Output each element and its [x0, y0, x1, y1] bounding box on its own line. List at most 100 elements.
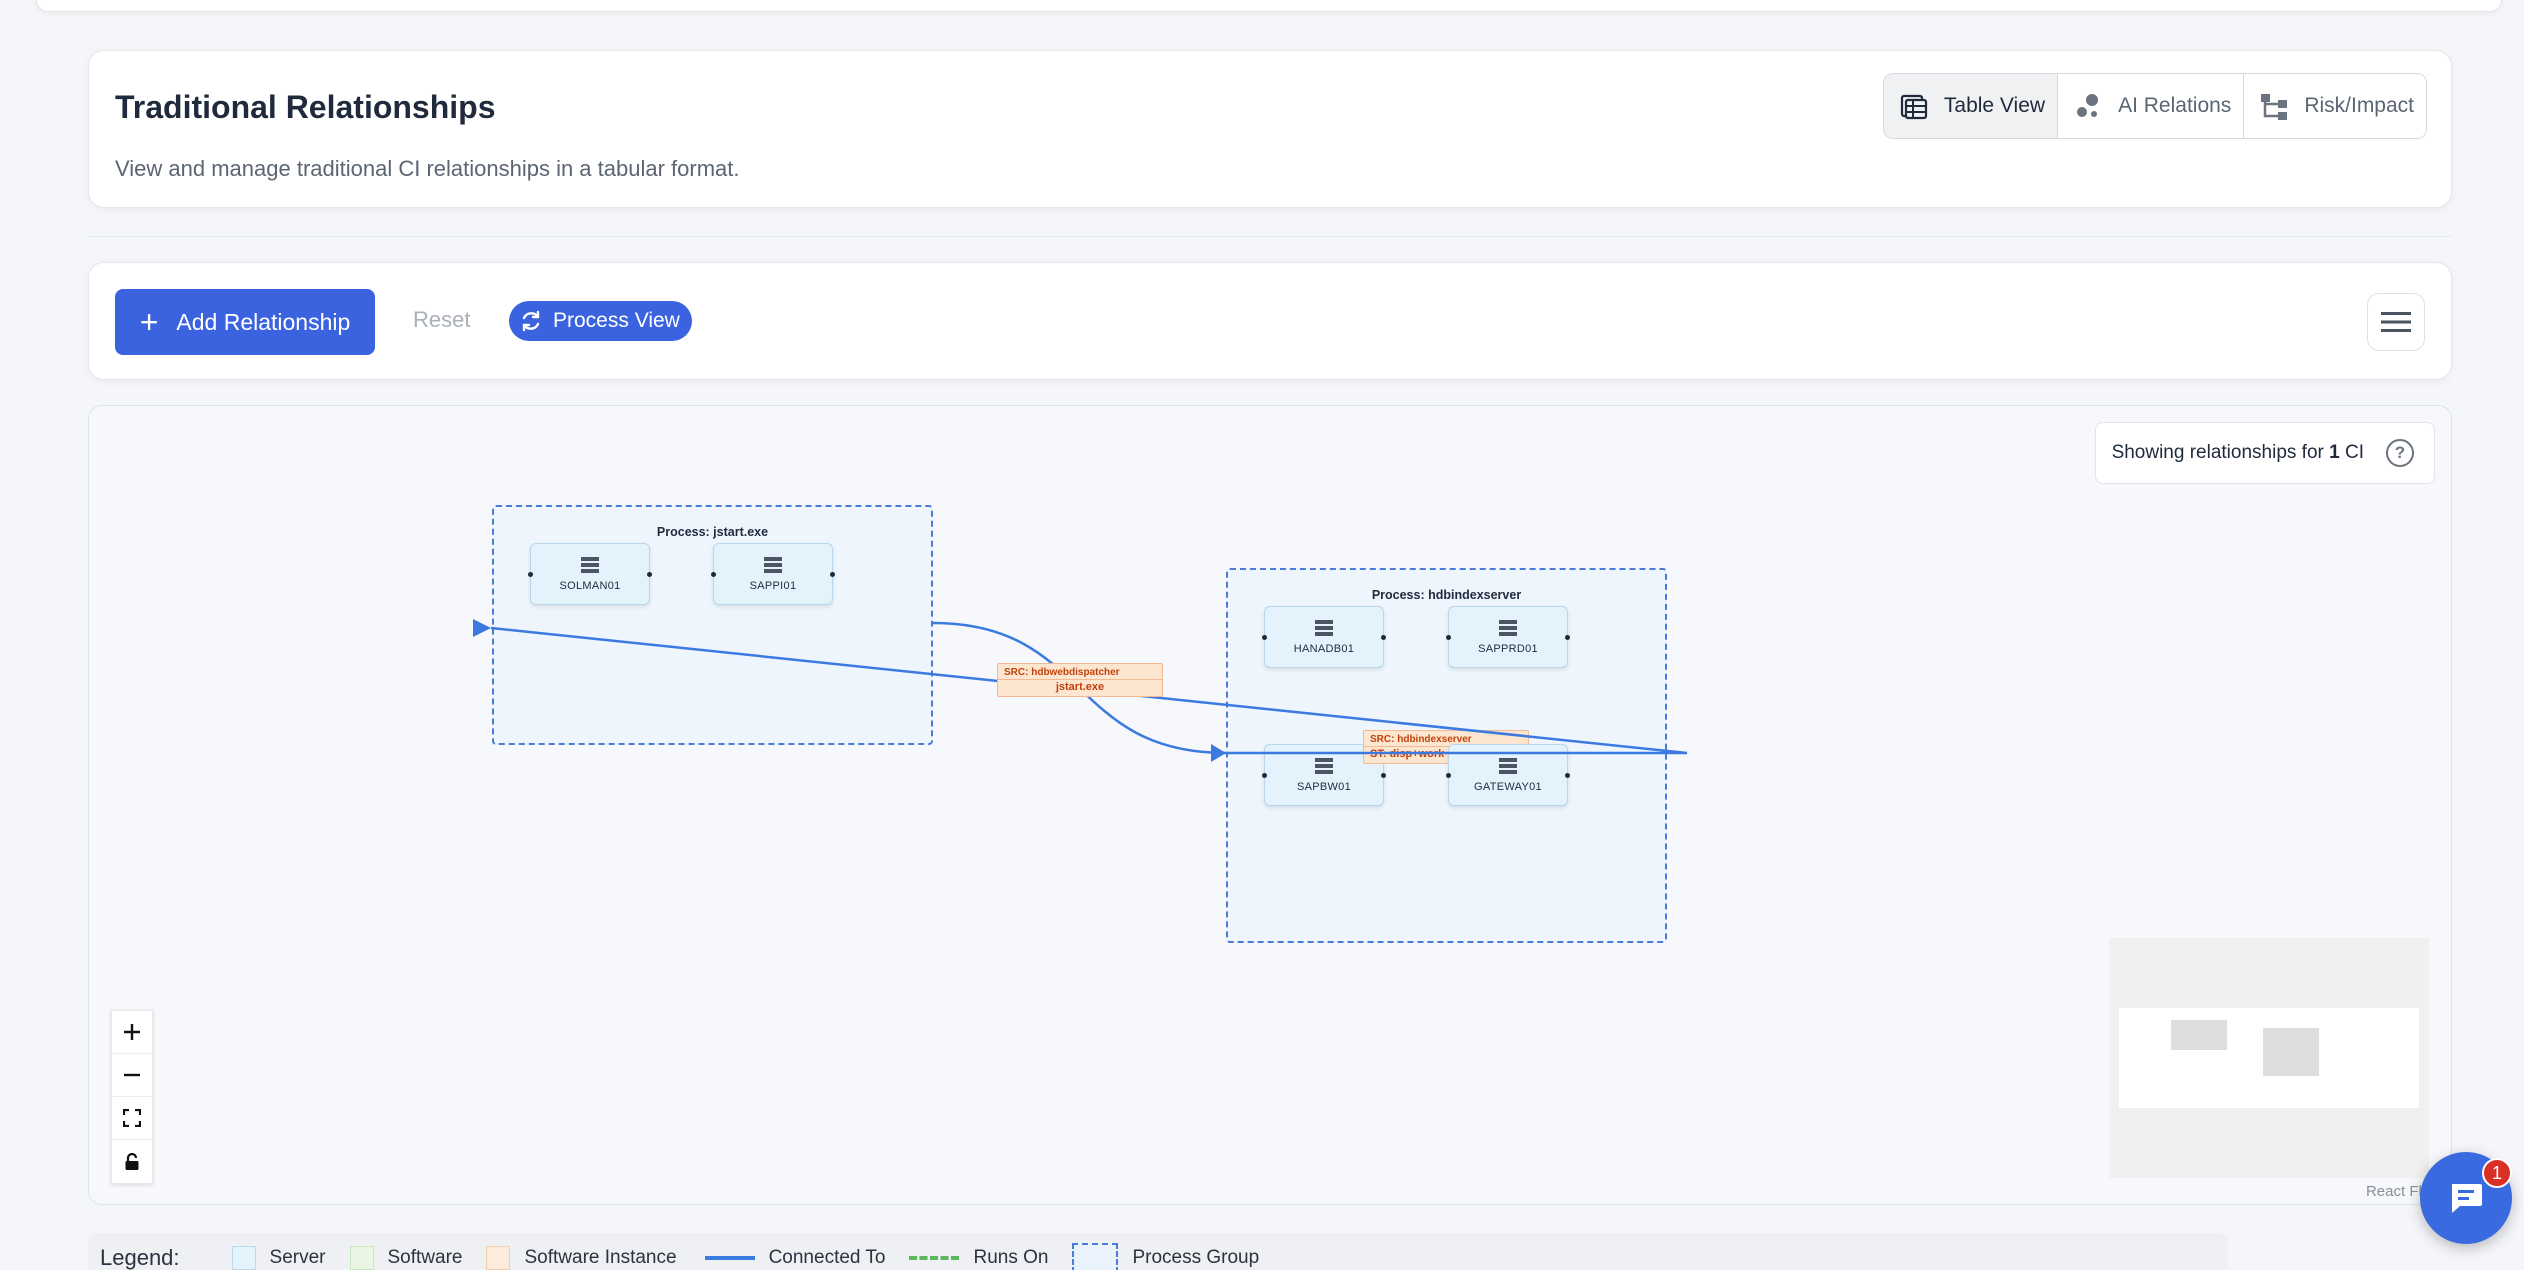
help-icon[interactable]: ?: [2386, 439, 2414, 467]
process-group-jstart[interactable]: Process: jstart.exe SOLMAN01 SAPPI01: [492, 505, 933, 745]
process-view-label: Process View: [553, 309, 680, 332]
server-icon: [581, 557, 599, 573]
risk-impact-label: Risk/Impact: [2304, 94, 2414, 117]
edge-label-hdbwebdispatcher[interactable]: SRC: hdbwebdispatcher jstart.exe: [997, 663, 1163, 697]
ci-node-label: HANADB01: [1293, 643, 1355, 655]
connection-handle[interactable]: [528, 571, 533, 577]
hamburger-icon: [2381, 312, 2411, 332]
connection-handle[interactable]: [1565, 634, 1570, 640]
ci-node-label: GATEWAY01: [1474, 781, 1542, 793]
fit-view-icon: [123, 1109, 141, 1127]
add-relationship-label: Add Relationship: [176, 308, 351, 335]
table-view-label: Table View: [1943, 94, 2046, 117]
process-group-title: Process: hdbindexserver: [1371, 588, 1522, 602]
page-description: View and manage traditional CI relations…: [115, 156, 740, 181]
server-icon: [764, 557, 782, 573]
server-icon: [1315, 620, 1333, 636]
edge-arrowhead: [1211, 744, 1226, 762]
plus-icon: [124, 1024, 140, 1040]
connection-handle[interactable]: [1446, 772, 1451, 778]
page-title: Traditional Relationships: [115, 89, 496, 125]
ci-node-sappi01[interactable]: SAPPI01: [711, 543, 835, 605]
hierarchy-icon: [2261, 94, 2288, 120]
chat-button[interactable]: 1: [2420, 1152, 2512, 1244]
ci-node-solman01[interactable]: SOLMAN01: [528, 543, 652, 605]
process-group-hdbindexserver[interactable]: Process: hdbindexserver HANADB01 SAPPRD0…: [1226, 568, 1667, 943]
edge-arrowhead: [473, 619, 491, 637]
connection-handle[interactable]: [1446, 634, 1451, 640]
connection-handle[interactable]: [1381, 772, 1386, 778]
risk-impact-button[interactable]: Risk/Impact: [2244, 74, 2426, 138]
legend-label: Software Instance: [524, 1247, 677, 1268]
legend-item-runs-on: Runs On: [909, 1247, 1048, 1269]
minimap-viewport: [2119, 1008, 2419, 1108]
ci-count-info: Showing relationships for 1 CI ?: [2094, 422, 2435, 484]
plus-icon: +: [139, 304, 159, 340]
ci-info-text: Showing relationships for 1 CI: [2111, 442, 2364, 463]
legend-item-connected-to: Connected To: [704, 1247, 886, 1269]
server-swatch: [231, 1246, 256, 1270]
legend-label: Runs On: [973, 1247, 1049, 1268]
ci-node-hanadb01[interactable]: HANADB01: [1262, 606, 1386, 668]
zoom-out-button[interactable]: [112, 1054, 152, 1097]
edge-label-destination: jstart.exe: [998, 679, 1162, 696]
ci-node-label: SOLMAN01: [559, 580, 621, 592]
view-switcher: Table View AI Relations Risk/Impact: [1882, 73, 2427, 139]
legend-title: Legend:: [100, 1245, 180, 1270]
table-view-button[interactable]: Table View: [1883, 74, 2059, 138]
ci-node-label: SAPBW01: [1296, 781, 1352, 793]
flow-controls: [111, 1010, 153, 1184]
process-group-title: Process: jstart.exe: [656, 525, 769, 539]
runs-on-line: [909, 1256, 960, 1260]
edge-label-source: SRC: hdbwebdispatcher: [1004, 667, 1120, 678]
server-icon: [1315, 758, 1333, 774]
fit-view-button[interactable]: [112, 1097, 152, 1140]
minimap[interactable]: [2109, 938, 2429, 1178]
add-relationship-button[interactable]: + Add Relationship: [115, 289, 375, 355]
minimap-node: [2263, 1028, 2319, 1076]
connection-handle[interactable]: [830, 571, 835, 577]
legend-item-process-group: Process Group: [1072, 1243, 1259, 1270]
process-group-swatch: [1072, 1243, 1119, 1270]
minus-icon: [124, 1073, 140, 1077]
menu-button[interactable]: [2367, 293, 2425, 351]
connection-handle[interactable]: [1381, 634, 1386, 640]
legend-item-software: Software: [349, 1246, 462, 1270]
ai-nodes-icon: [2077, 94, 2099, 117]
legend: Legend: Server Software Software Instanc…: [88, 1233, 2228, 1270]
toolbar-card: + Add Relationship Reset Process View: [88, 262, 2452, 380]
chat-icon: [2452, 1184, 2482, 1213]
relationship-graph-canvas[interactable]: Showing relationships for 1 CI ? Process…: [88, 405, 2452, 1205]
software-swatch: [349, 1246, 374, 1270]
lock-button[interactable]: [112, 1140, 152, 1183]
software-instance-swatch: [486, 1246, 511, 1270]
ai-relations-label: AI Relations: [2118, 94, 2232, 117]
ci-node-sapprd01[interactable]: SAPPRD01: [1446, 606, 1570, 668]
connection-handle[interactable]: [647, 571, 652, 577]
connected-to-line: [704, 1256, 755, 1260]
table-icon: [1900, 94, 1927, 120]
legend-label: Server: [269, 1247, 326, 1268]
zoom-in-button[interactable]: [112, 1011, 152, 1054]
legend-label: Connected To: [768, 1247, 886, 1268]
ci-node-label: SAPPRD01: [1478, 643, 1538, 655]
connection-handle[interactable]: [1262, 634, 1267, 640]
lock-icon: [125, 1152, 139, 1170]
process-view-button[interactable]: Process View: [509, 301, 692, 341]
connection-handle[interactable]: [1565, 772, 1570, 778]
ai-relations-button[interactable]: AI Relations: [2058, 74, 2245, 138]
reset-button[interactable]: Reset: [413, 307, 471, 332]
ci-node-label: SAPPI01: [749, 580, 797, 592]
connection-handle[interactable]: [711, 571, 716, 577]
header-card: Traditional Relationships View and manag…: [88, 50, 2452, 208]
minimap-node: [2171, 1020, 2227, 1050]
server-icon: [1499, 758, 1517, 774]
refresh-icon: [522, 310, 540, 332]
chat-notification-badge: 1: [2482, 1158, 2512, 1188]
legend-label: Process Group: [1132, 1247, 1260, 1268]
section-divider: [88, 236, 2452, 237]
ci-node-gateway01[interactable]: GATEWAY01: [1446, 744, 1570, 806]
top-panel-edge: [36, 0, 2502, 12]
connection-handle[interactable]: [1262, 772, 1267, 778]
server-icon: [1499, 620, 1517, 636]
